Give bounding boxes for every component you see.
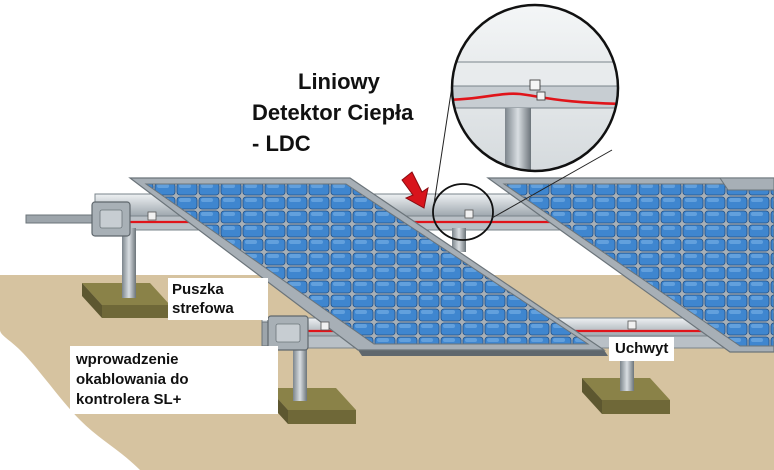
cable-entry-label-line-3: kontrolera SL+ (76, 391, 182, 408)
cable-entry-label: wprowadzenie okablowania do kontrolera S… (70, 346, 278, 414)
red-arrow-icon (401, 171, 429, 209)
solar-panel-left (128, 177, 608, 356)
rail-clip-back (464, 209, 474, 219)
bracket-label: Uchwyt (609, 337, 675, 361)
concrete-base-right (582, 378, 670, 414)
cable-entry-label-line-1: wprowadzenie (76, 351, 179, 368)
rail-clip-front-left (320, 321, 330, 331)
zone-box-label: Puszka strefowa (168, 278, 268, 320)
zoom-line-right (491, 149, 613, 219)
rail-clip-front (627, 320, 637, 330)
junction-box-front (261, 315, 309, 351)
detector-highlight-circle (432, 183, 494, 241)
rail-clip-back-left (147, 211, 157, 221)
zoom-lens (450, 3, 620, 173)
cable-entry-label-line-2: okablowania do (76, 371, 189, 388)
zone-box-label-line-1: Puszka (172, 281, 224, 298)
zone-box-label-line-2: strefowa (172, 300, 234, 317)
title-line-1: Liniowy (298, 69, 380, 94)
title-line-2: Detektor Ciepła (252, 100, 414, 125)
detector-title: Liniowy Detektor Ciepła - LDC (252, 66, 452, 159)
post-left (122, 228, 136, 298)
junction-box-back (25, 201, 131, 237)
post-middle (293, 345, 307, 401)
title-line-3: - LDC (252, 131, 311, 156)
solar-panel-right (486, 177, 774, 353)
